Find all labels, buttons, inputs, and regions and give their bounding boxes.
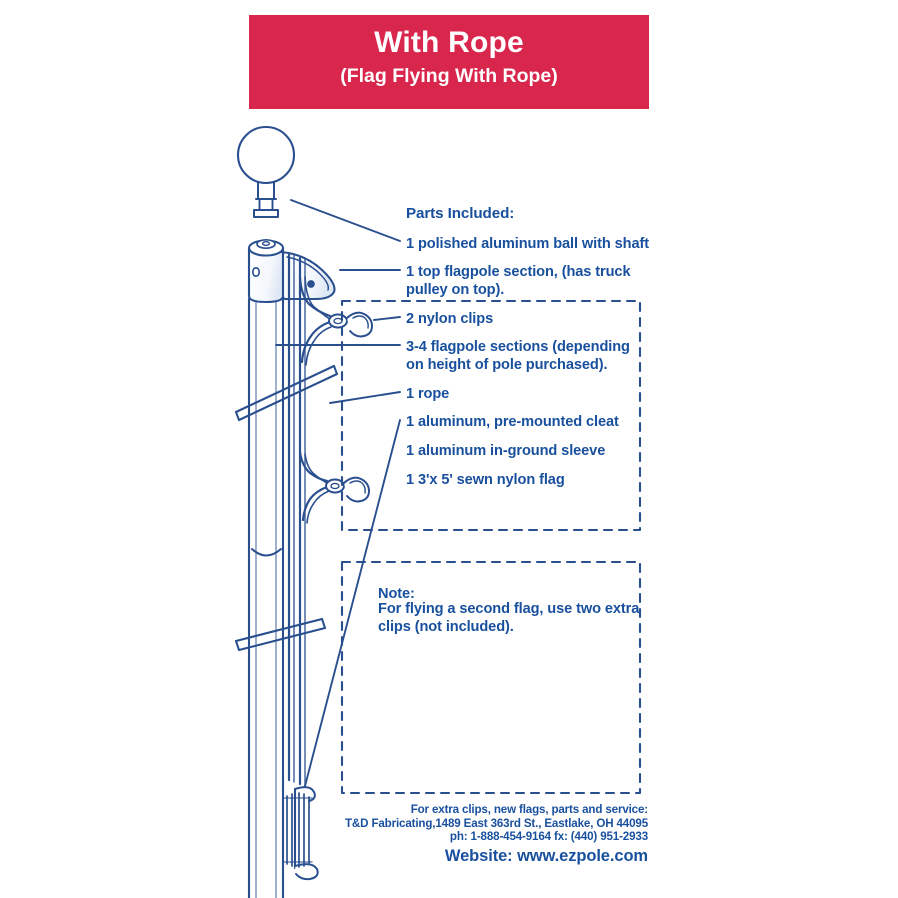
footer-line-3: ph: 1-888-454-9164 fx: (440) 951-2933 bbox=[449, 830, 648, 843]
footer-line-1: For extra clips, new flags, parts and se… bbox=[410, 803, 648, 816]
nylon-clip-upper bbox=[328, 311, 373, 338]
flagpole-shaft bbox=[247, 297, 285, 898]
part-item-cleat: 1 aluminum, pre-mounted cleat bbox=[406, 414, 619, 430]
note-body: For flying a second flag, use two extra … bbox=[378, 601, 640, 635]
parts-heading: Parts Included: bbox=[406, 205, 515, 222]
part-item-rope: 1 rope bbox=[406, 386, 450, 402]
part-item-top-section: 1 top flagpole section, (has truck pulle… bbox=[406, 264, 631, 298]
part-item-flag: 1 3'x 5' sewn nylon flag bbox=[406, 472, 565, 488]
note-title: Note: bbox=[378, 586, 415, 602]
aluminum-ball-with-shaft bbox=[236, 125, 296, 218]
title-banner: With Rope (Flag Flying With Rope) bbox=[249, 15, 649, 109]
nylon-clip-lower bbox=[325, 476, 370, 503]
banner-subtitle: (Flag Flying With Rope) bbox=[340, 65, 558, 87]
part-item-clips: 2 nylon clips bbox=[406, 311, 494, 327]
leader-clips bbox=[373, 316, 401, 321]
part-item-sections: 3-4 flagpole sections (depending on heig… bbox=[406, 339, 630, 373]
part-item-ball: 1 polished aluminum ball with shaft bbox=[406, 236, 649, 252]
part-item-sleeve: 1 aluminum in-ground sleeve bbox=[406, 443, 606, 459]
leader-cleat bbox=[304, 419, 401, 787]
leader-ball bbox=[290, 199, 401, 242]
flag-edge-upper bbox=[234, 364, 339, 422]
leader-rope bbox=[329, 391, 401, 404]
footer-website: Website: www.ezpole.com bbox=[444, 846, 648, 865]
parts-dashed-box bbox=[340, 299, 642, 532]
note-dashed-box bbox=[340, 560, 642, 795]
flag-edge-lower bbox=[234, 617, 327, 652]
banner-title: With Rope bbox=[374, 26, 524, 59]
truck-pulley-assembly bbox=[247, 238, 336, 304]
pre-mounted-cleat bbox=[283, 786, 319, 881]
footer-line-2: T&D Fabricating,1489 East 363rd St., Eas… bbox=[345, 816, 648, 830]
leader-lines bbox=[275, 199, 401, 787]
footer-contact: For extra clips, new flags, parts and se… bbox=[300, 803, 648, 867]
